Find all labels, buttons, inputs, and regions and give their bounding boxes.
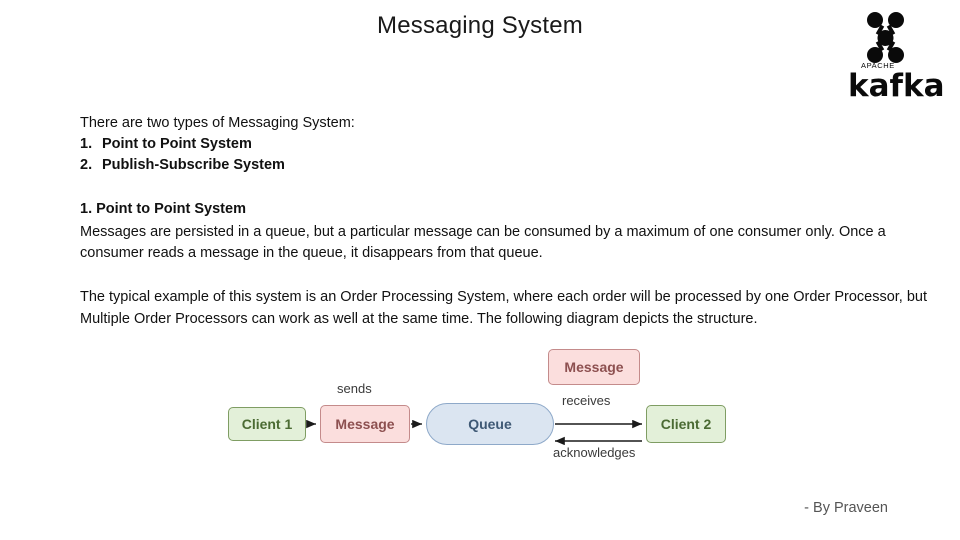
diagram-label-sends: sends bbox=[337, 381, 372, 396]
intro-item-2-number: 2. bbox=[80, 157, 93, 173]
diagram-label-receives: receives bbox=[562, 393, 611, 408]
diagram-label-acknowledges: acknowledges bbox=[553, 445, 636, 460]
intro-item-2-label: Publish-Subscribe System bbox=[102, 157, 285, 173]
intro-lead: There are two types of Messaging System: bbox=[80, 115, 355, 131]
intro-item-2: 2. Publish-Subscribe System bbox=[80, 155, 900, 176]
intro-item-1-number: 1. bbox=[80, 136, 93, 152]
section-heading: 1. Point to Point System bbox=[80, 201, 246, 217]
section-point-to-point: 1. Point to Point System Messages are pe… bbox=[80, 199, 940, 265]
kafka-logo-icon: APACHE kafka bbox=[848, 12, 945, 104]
diagram-arrows bbox=[306, 419, 642, 446]
diagram-node-message1: Message bbox=[320, 405, 410, 443]
logo-wordmark: kafka bbox=[848, 68, 945, 100]
byline: - By Praveen bbox=[804, 500, 888, 516]
section-paragraph: Messages are persisted in a queue, but a… bbox=[80, 223, 886, 262]
diagram-node-message2: Message bbox=[548, 349, 640, 385]
point-to-point-diagram: Client 1 Message Queue Message Client 2 … bbox=[210, 349, 770, 470]
apache-kafka-logo: APACHE kafka bbox=[820, 8, 952, 104]
diagram-node-client1: Client 1 bbox=[228, 407, 306, 441]
logo-subtext: APACHE bbox=[861, 61, 895, 70]
intro-item-1-label: Point to Point System bbox=[102, 136, 252, 152]
intro-block: There are two types of Messaging System:… bbox=[80, 113, 900, 176]
page-title: Messaging System bbox=[377, 12, 583, 39]
diagram-node-queue: Queue bbox=[426, 403, 554, 445]
diagram-node-client2: Client 2 bbox=[646, 405, 726, 443]
intro-item-1: 1. Point to Point System bbox=[80, 134, 900, 155]
paragraph-order-processing: The typical example of this system is an… bbox=[80, 289, 928, 327]
